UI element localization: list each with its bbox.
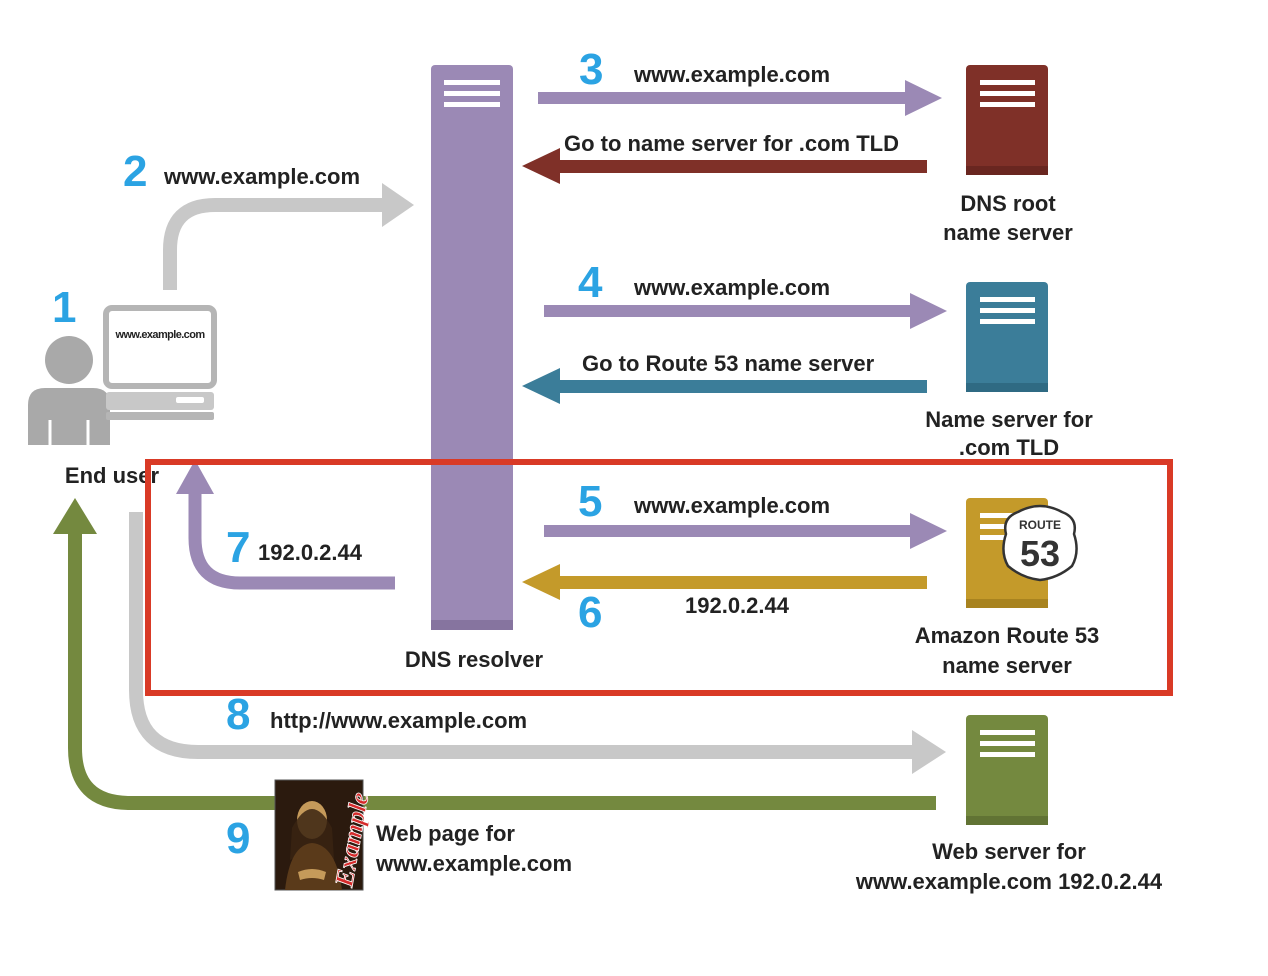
arrow-step-9 — [53, 498, 936, 810]
step-5-number: 5 — [578, 477, 602, 526]
tld-name-server — [966, 282, 1048, 392]
step-2-number: 2 — [123, 147, 147, 196]
arrow-step-6 — [522, 564, 927, 600]
route53-label-line2: name server — [942, 653, 1072, 678]
step-9-number: 9 — [226, 814, 250, 863]
route53-label-line1: Amazon Route 53 — [915, 623, 1100, 648]
web-page-label-line2: www.example.com — [375, 851, 572, 876]
end-user-label: End user — [65, 463, 160, 488]
arrow-step-8 — [129, 512, 946, 774]
route53-shield-top-text: ROUTE — [1019, 518, 1061, 532]
step-6-number: 6 — [578, 588, 602, 637]
step-8-text: http://www.example.com — [270, 708, 527, 733]
arrow-step-4 — [544, 293, 947, 329]
web-page-thumbnail — [274, 779, 364, 891]
step-4-response-text: Go to Route 53 name server — [582, 351, 875, 376]
dns-root-label-line2: name server — [943, 220, 1073, 245]
step-7-text: 192.0.2.44 — [258, 540, 363, 565]
end-user-person-icon — [28, 336, 110, 445]
arrow-step-5 — [544, 513, 947, 549]
dns-resolver-server — [431, 65, 513, 630]
tld-label-line2: .com TLD — [959, 435, 1059, 460]
route53-shield-number: 53 — [1020, 533, 1060, 574]
web-server-label-line2: www.example.com 192.0.2.44 — [855, 869, 1163, 894]
route53-shield-icon — [1002, 504, 1078, 582]
web-server-label-line1: Web server for — [932, 839, 1086, 864]
step-3-response-text: Go to name server for .com TLD — [564, 131, 899, 156]
web-server — [966, 715, 1048, 825]
step-1-number: 1 — [52, 283, 76, 332]
arrow-step-3 — [538, 80, 942, 116]
step-4-text: www.example.com — [633, 275, 830, 300]
dns-root-server — [966, 65, 1048, 175]
highlight-box — [145, 459, 1173, 696]
arrow-step-3-response — [522, 148, 927, 184]
step-8-number: 8 — [226, 690, 250, 739]
step-3-number: 3 — [579, 45, 603, 94]
computer-screen-text: www.example.com — [114, 329, 205, 341]
arrow-step-2 — [163, 183, 414, 290]
step-3-text: www.example.com — [633, 62, 830, 87]
step-6-text: 192.0.2.44 — [685, 593, 790, 618]
arrow-step-4-response — [522, 368, 927, 404]
dns-resolver-label: DNS resolver — [405, 647, 544, 672]
dns-root-label-line1: DNS root — [960, 191, 1056, 216]
arrow-step-7 — [176, 460, 395, 590]
step-7-number: 7 — [226, 523, 250, 572]
step-2-text: www.example.com — [163, 164, 360, 189]
web-page-label-line1: Web page for — [376, 821, 515, 846]
step-4-number: 4 — [578, 258, 603, 307]
step-5-text: www.example.com — [633, 493, 830, 518]
computer-icon — [103, 305, 217, 420]
tld-label-line1: Name server for — [925, 407, 1093, 432]
